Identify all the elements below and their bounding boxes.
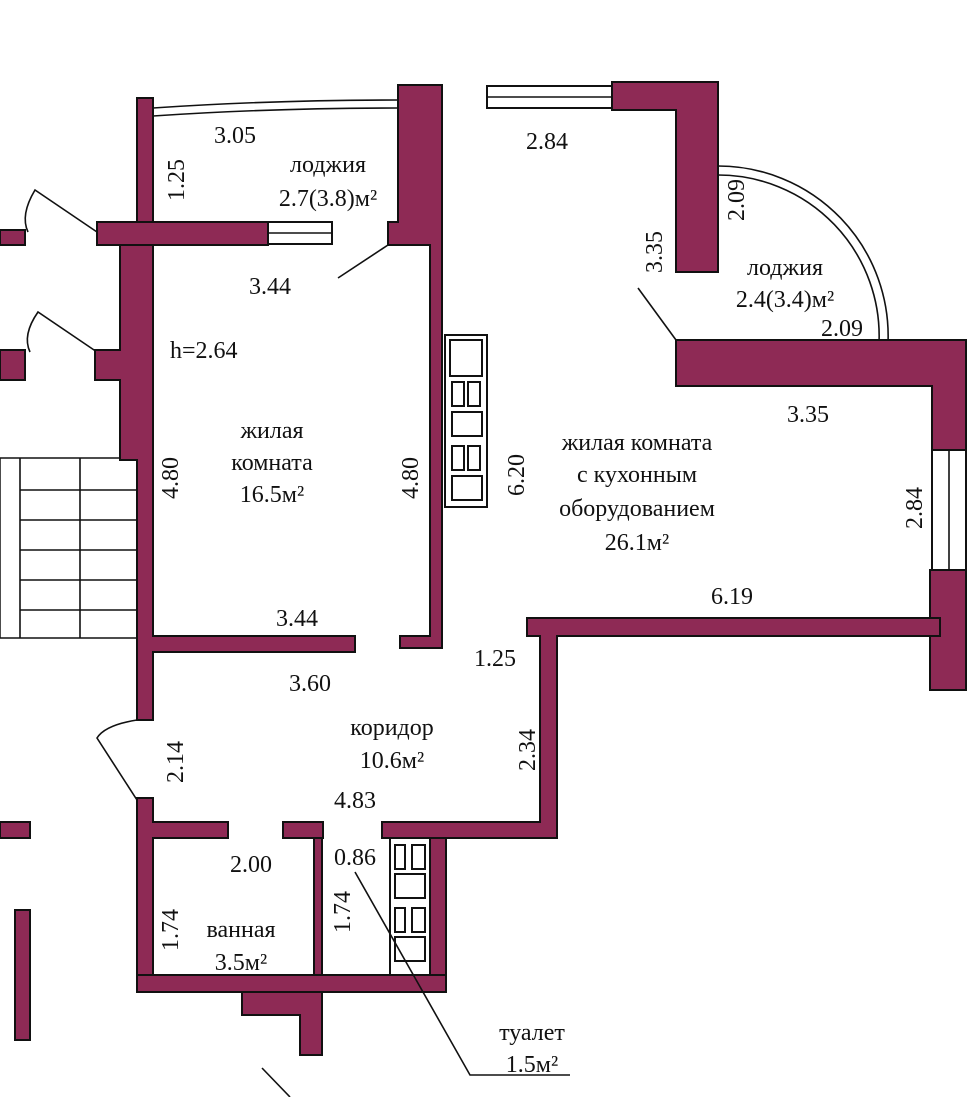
corridor-name: коридор (350, 715, 434, 741)
stairs (0, 457, 138, 639)
loggia2-name: лоджия (747, 255, 823, 281)
loggia2-area: 2.4(3.4)м² (736, 287, 834, 313)
corridor-area: 10.6м² (360, 748, 424, 774)
kitchen-fixtures (354, 334, 570, 1076)
dim: 1.74 (158, 909, 184, 951)
toilet-name: туалет (499, 1020, 565, 1046)
bedroom-name2: комната (231, 450, 313, 476)
dim: 1.25 (164, 159, 190, 201)
dim: 2.00 (230, 852, 272, 878)
ceiling-height: h=2.64 (170, 338, 238, 364)
dim: 3.05 (214, 123, 256, 149)
dim: 1.25 (474, 646, 516, 672)
dim: 1.74 (330, 891, 356, 933)
bath-area: 3.5м² (215, 950, 267, 976)
doors (24, 188, 677, 1097)
living-name1: жилая комната (561, 430, 713, 456)
loggia1-name: лоджия (290, 152, 366, 178)
living-area: 26.1м² (605, 530, 669, 556)
dim: 3.44 (249, 274, 291, 300)
dim: 3.60 (289, 671, 331, 697)
dim: 2.34 (515, 729, 541, 771)
dim: 4.80 (158, 457, 184, 499)
dim: 2.84 (902, 487, 928, 529)
bedroom-name1: жилая (239, 418, 303, 444)
dim: 4.80 (398, 457, 424, 499)
toilet-area: 1.5м² (506, 1052, 558, 1078)
dim: 2.84 (526, 129, 568, 155)
room-labels: лоджия 2.7(3.8)м² лоджия 2.4(3.4)м² h=2.… (170, 152, 834, 1078)
bedroom-area: 16.5м² (240, 482, 304, 508)
dim: 3.35 (787, 402, 829, 428)
loggia1-area: 2.7(3.8)м² (279, 186, 377, 212)
dimensions: 3.05 1.25 3.44 2.84 2.09 3.35 2.09 3.35 … (158, 123, 928, 951)
living-name3: оборудованием (559, 496, 715, 522)
dim: 2.09 (724, 179, 750, 221)
dim: 3.44 (276, 606, 318, 632)
dim: 3.35 (642, 231, 668, 273)
dim: 4.83 (334, 788, 376, 814)
bath-name: ванная (206, 917, 275, 943)
dim: 0.86 (334, 845, 376, 871)
dim: 2.14 (163, 741, 189, 783)
living-name2: с кухонным (577, 462, 697, 488)
dim: 2.09 (821, 316, 863, 342)
walls (0, 81, 967, 1056)
dim: 6.20 (504, 454, 530, 496)
dim: 6.19 (711, 584, 753, 610)
